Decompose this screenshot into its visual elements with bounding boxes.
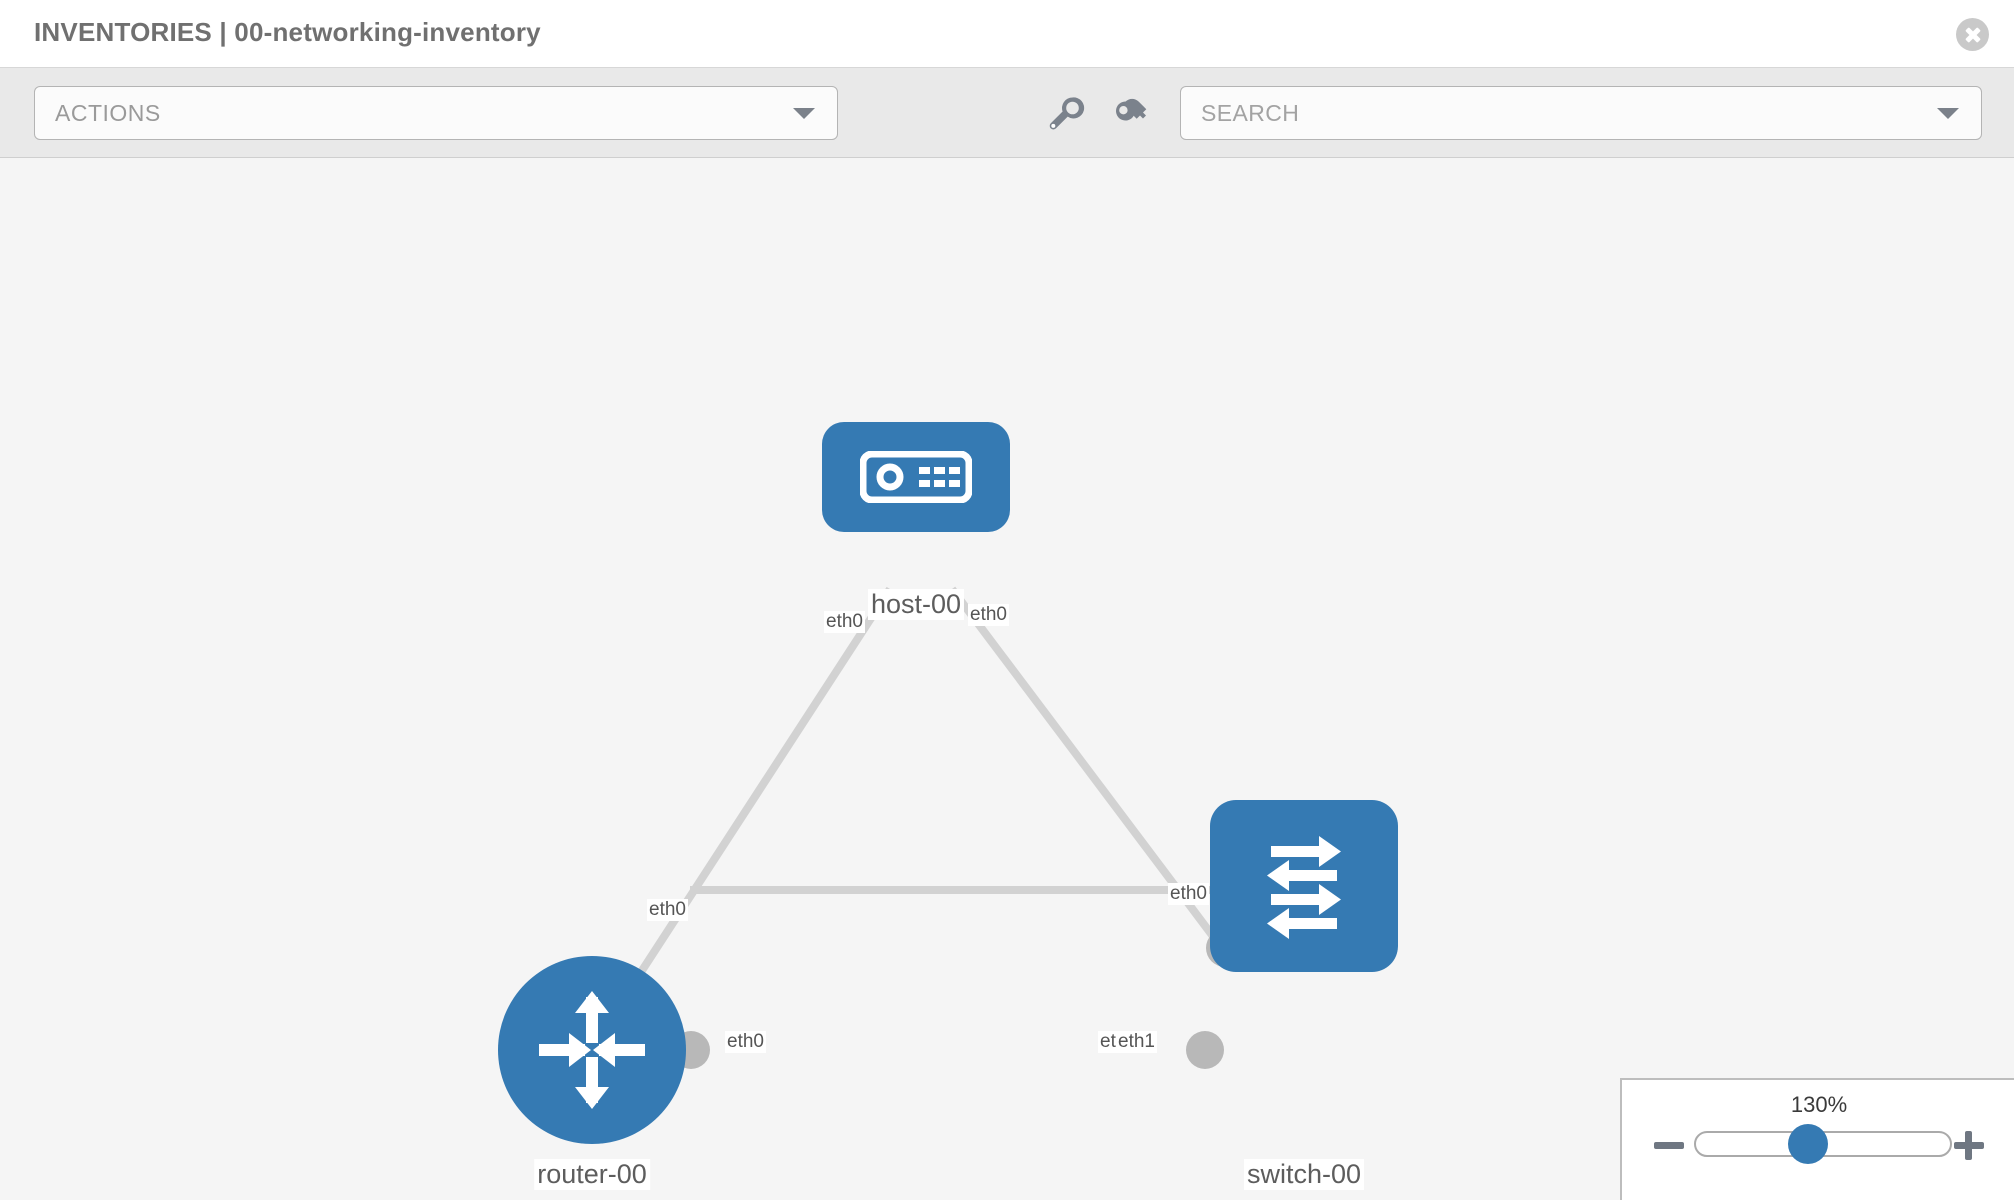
node-shape — [498, 956, 686, 1144]
edge-label-router-up: eth0 — [647, 899, 688, 921]
node-label-switch: switch-00 — [1243, 1159, 1365, 1190]
edge-label-host-left: eth0 — [824, 611, 865, 633]
search-placeholder: SEARCH — [1201, 100, 1300, 126]
chevron-down-icon — [793, 108, 815, 119]
chevron-down-icon[interactable] — [1937, 108, 1959, 119]
minus-icon[interactable] — [1652, 1128, 1686, 1162]
connector-switch-left — [1186, 1031, 1224, 1069]
node-label-router: router-00 — [534, 1159, 650, 1190]
page-title: INVENTORIES | 00-networking-inventory — [34, 17, 541, 47]
node-label-host: host-00 — [867, 589, 965, 620]
zoom-level-value: 130% — [1790, 1092, 1848, 1117]
node-shape — [1210, 800, 1398, 972]
edge-label-host-right: eth0 — [968, 604, 1009, 626]
close-icon[interactable] — [1956, 18, 1989, 51]
page-header: INVENTORIES | 00-networking-inventory — [0, 0, 2014, 68]
edge-label-switch-left-b: eth1 — [1116, 1031, 1157, 1053]
topology-canvas[interactable]: host-00 eth0 eth0 — [0, 159, 2014, 1200]
switch-arrows-icon — [1210, 800, 1398, 972]
server-icon — [822, 422, 1010, 532]
zoom-control-panel: 130% — [1620, 1078, 2014, 1200]
edge-label-router-right: eth0 — [725, 1031, 766, 1053]
toolbar: ACTIONS SEARCH — [0, 68, 2014, 158]
edge-label-switch-up: eth0 — [1168, 883, 1209, 905]
actions-dropdown[interactable]: ACTIONS — [34, 86, 838, 140]
node-shape — [822, 422, 1010, 532]
plus-icon[interactable] — [1952, 1128, 1986, 1162]
wrench-icon[interactable] — [1041, 90, 1087, 136]
search-input[interactable]: SEARCH — [1180, 86, 1982, 140]
router-arrows-icon — [498, 956, 686, 1144]
key-icon[interactable] — [1108, 90, 1154, 136]
actions-dropdown-label: ACTIONS — [55, 100, 161, 126]
zoom-slider-thumb[interactable] — [1788, 1124, 1828, 1164]
topology-edges — [626, 586, 1234, 992]
